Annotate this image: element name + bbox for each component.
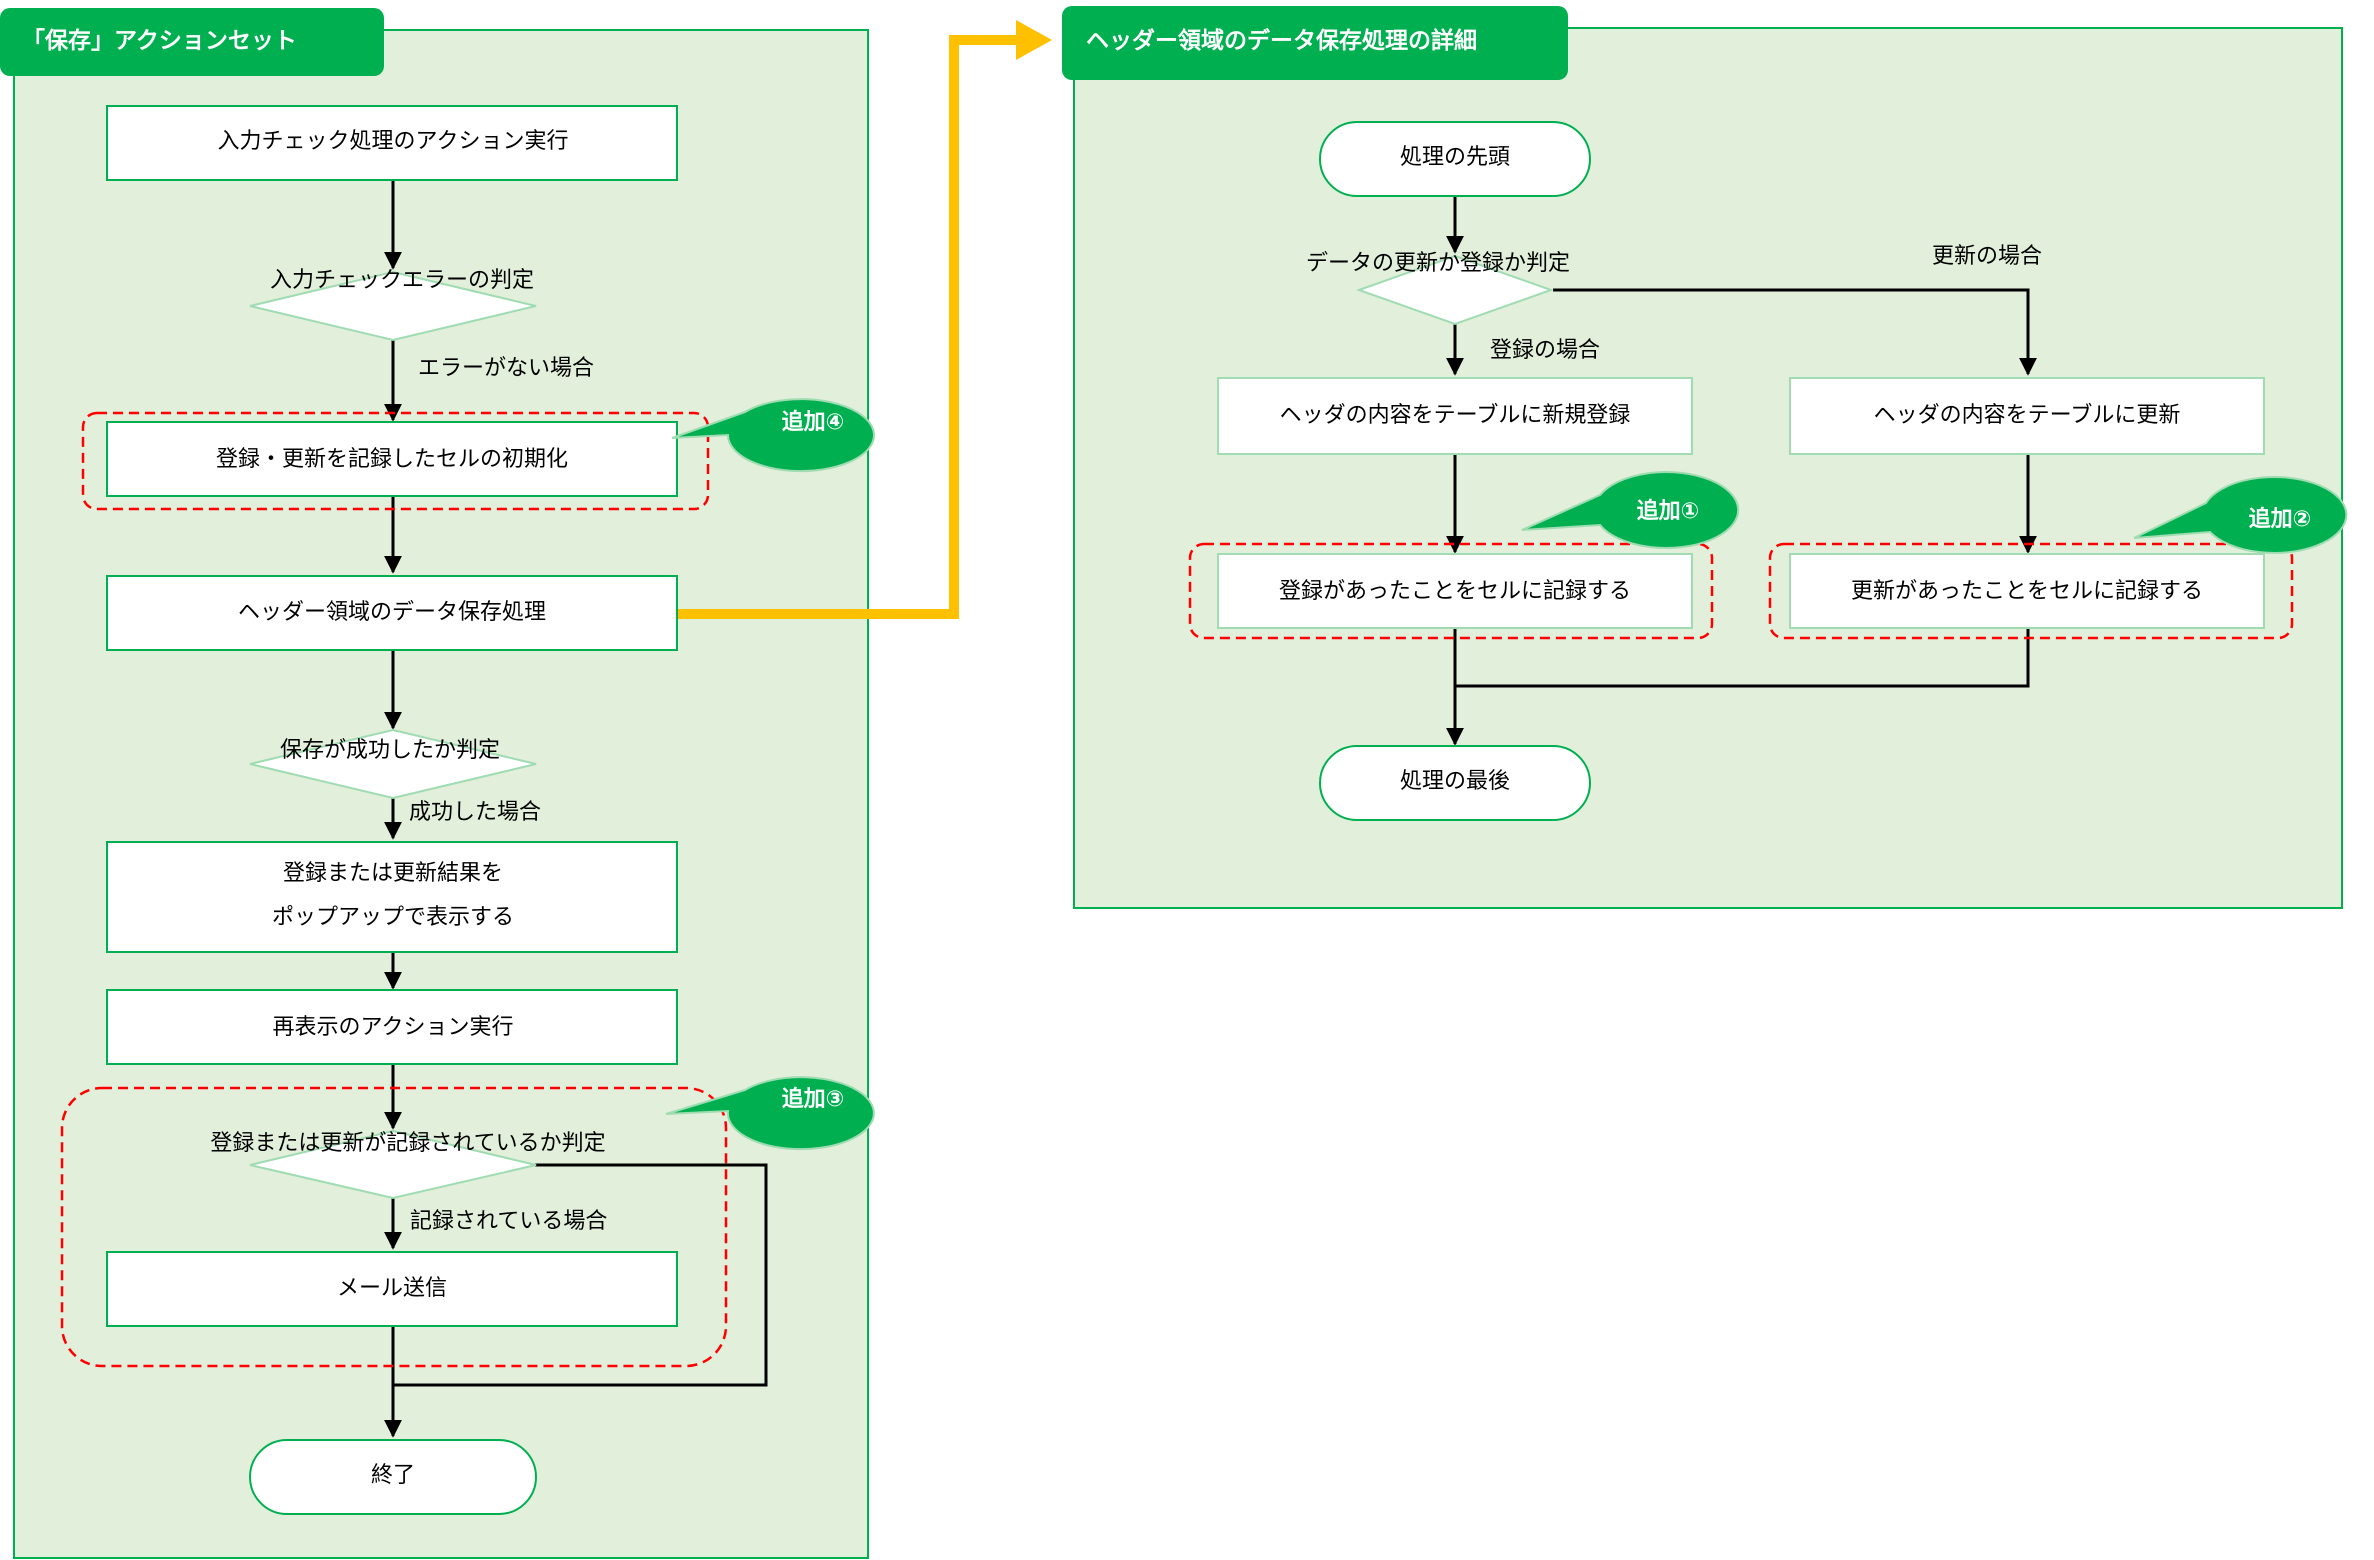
start-terminal <box>1319 121 1591 197</box>
left-panel-header <box>0 8 384 76</box>
update-or-register-diamond <box>1356 254 1554 326</box>
end-terminal <box>249 1439 537 1515</box>
redisplay-box <box>106 989 678 1065</box>
add2-callout <box>2133 475 2348 554</box>
update-label: ヘッダの内容をテーブルに更新 <box>1874 403 2181 428</box>
header-save-label: ヘッダー領域のデータ保存処理 <box>238 600 546 625</box>
record-register-box <box>1217 553 1693 629</box>
add3-callout <box>665 1076 875 1151</box>
end-process-terminal <box>1319 745 1591 821</box>
left-connectors <box>384 180 768 1438</box>
add4-callout <box>671 398 875 473</box>
save-decision-diamond <box>249 728 537 800</box>
update-box <box>1789 377 2265 455</box>
add3-dashed-region <box>60 1086 728 1368</box>
insert-label: ヘッダの内容をテーブルに新規登録 <box>1280 403 1631 428</box>
insert-box <box>1217 377 1693 455</box>
add1-callout-label: 追加① <box>1637 498 1700 524</box>
start-label: 処理の先頭 <box>1400 145 1510 170</box>
update-or-register-label: データの更新か登録か判定 <box>1306 251 1570 276</box>
send-mail-label: メール送信 <box>337 1276 447 1301</box>
header-save-box <box>106 575 678 651</box>
recorded-decision-diamond <box>249 1129 537 1200</box>
right-panel-title: ヘッダー領域のデータ保存処理の詳細 <box>1086 27 1477 54</box>
left-panel: 「保存」アクションセット 入力チェック処理のアクション実行 入力チェックエラーの… <box>0 8 875 1559</box>
error-decision-diamond <box>249 270 537 342</box>
add4-callout-label: 追加④ <box>782 409 845 435</box>
record-update-label: 更新があったことをセルに記録する <box>1851 579 2203 604</box>
register-case-label: 登録の場合 <box>1490 338 1600 363</box>
detail-link-arrow <box>678 20 1052 619</box>
end-process-label: 処理の最後 <box>1400 769 1510 794</box>
update-case-label: 更新の場合 <box>1932 244 2042 269</box>
end-label: 終了 <box>371 1463 415 1488</box>
no-error-label: エラーがない場合 <box>418 356 594 381</box>
record-register-label: 登録があったことをセルに記録する <box>1279 579 1631 604</box>
add2-callout-label: 追加② <box>2249 506 2312 532</box>
popup-label-line2: ポップアップで表示する <box>272 905 514 930</box>
right-panel-background <box>1073 27 2343 909</box>
left-panel-title: 「保存」アクションセット <box>22 27 297 54</box>
recorded-decision-label: 登録または更新が記録されているか判定 <box>210 1131 605 1156</box>
add4-dashed-region <box>81 411 710 511</box>
add1-dashed-region <box>1188 542 1714 640</box>
init-cell-label: 登録・更新を記録したセルの初期化 <box>216 447 568 472</box>
right-panel: ヘッダー領域のデータ保存処理の詳細 処理の先頭 データの更新か登録か判定 登録の… <box>1062 6 2348 909</box>
add1-callout <box>1521 471 1740 549</box>
popup-box <box>106 841 678 953</box>
redisplay-label: 再表示のアクション実行 <box>273 1015 514 1040</box>
send-mail-box <box>106 1251 678 1327</box>
input-check-label: 入力チェック処理のアクション実行 <box>218 129 569 154</box>
recorded-case-label: 記録されている場合 <box>410 1209 607 1234</box>
init-cell-box <box>106 421 678 497</box>
record-update-box <box>1789 553 2265 629</box>
popup-label-line1: 登録または更新結果を <box>283 861 503 886</box>
add3-callout-label: 追加③ <box>782 1086 845 1112</box>
left-panel-background <box>13 29 869 1559</box>
right-panel-header <box>1062 6 1568 80</box>
error-decision-label: 入力チェックエラーの判定 <box>270 268 534 293</box>
right-connectors <box>1446 196 2037 746</box>
success-label: 成功した場合 <box>409 800 541 825</box>
add2-dashed-region <box>1768 542 2294 640</box>
input-check-box <box>106 105 678 181</box>
save-decision-label: 保存が成功したか判定 <box>280 738 500 763</box>
